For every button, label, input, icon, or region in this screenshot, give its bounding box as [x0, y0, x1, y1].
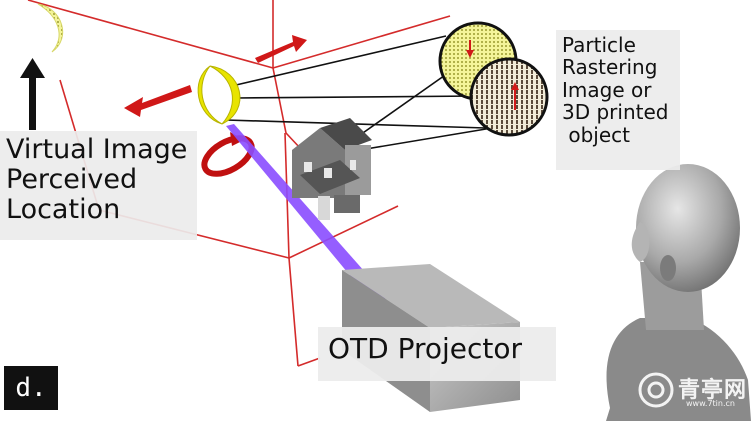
panel-label: d. — [4, 366, 58, 410]
virtual-image-line-2: Perceived — [6, 165, 191, 195]
particle-line-1: Particle — [562, 34, 674, 56]
qingting-logo-icon — [636, 370, 676, 410]
particle-line-5: object — [562, 124, 674, 146]
virtual-image-line-3: Location — [6, 195, 191, 225]
particle-line-2: Rastering — [562, 56, 674, 78]
rotation-indicator-icon — [198, 131, 257, 181]
particle-label: Particle Rastering Image or 3D printed o… — [556, 30, 680, 170]
particle-line-3: Image or — [562, 79, 674, 101]
watermark-url: www.7tin.cn — [686, 399, 735, 408]
virtual-image-label: Virtual Image Perceived Location — [0, 131, 197, 240]
watermark: 青亭网 www.7tin.cn — [636, 370, 748, 410]
virtual-moon-icon — [38, 4, 63, 52]
crescent-moon-icon — [198, 66, 240, 124]
otd-projector-label: OTD Projector — [318, 327, 556, 381]
up-arrow-icon — [20, 58, 45, 130]
virtual-image-line-1: Virtual Image — [6, 135, 191, 165]
magnified-particle-view — [440, 23, 547, 135]
particle-line-4: 3D printed — [562, 101, 674, 123]
